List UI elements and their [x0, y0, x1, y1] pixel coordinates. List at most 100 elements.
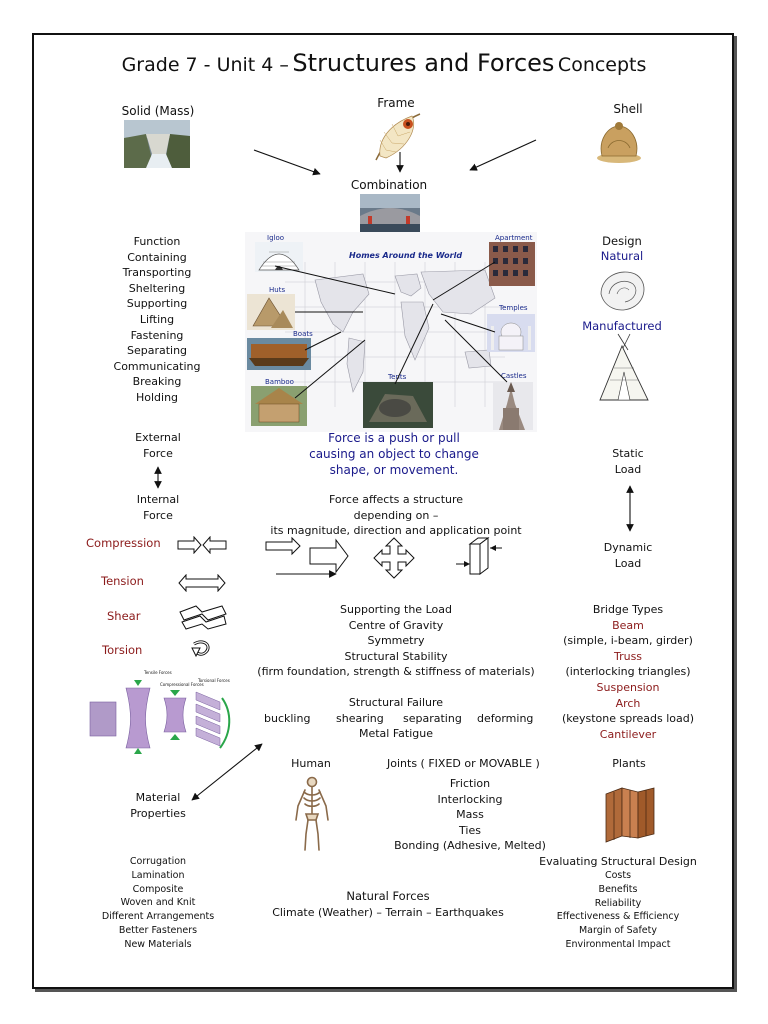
plant-cells-image	[600, 784, 660, 844]
igloo-image	[255, 242, 303, 272]
list-item: Composite	[132, 883, 184, 895]
plants-label: Plants	[612, 757, 646, 770]
force-def-line: shape, or movement.	[329, 463, 459, 477]
dynamic-load-line: Dynamic	[603, 541, 653, 554]
map-label-apartment: Apartment	[495, 234, 533, 242]
map-label-boats: Boats	[293, 330, 313, 338]
shell-label: Shell	[613, 102, 643, 116]
stress-label-torsional: Torsional Forces	[197, 678, 230, 683]
teepee-image	[599, 333, 649, 401]
evaluating-heading: Evaluating Structural Design	[539, 855, 697, 868]
joints-list: Friction Interlocking Mass Ties Bonding …	[380, 776, 560, 854]
bamboo-image	[251, 386, 307, 426]
stress-specimens-image: Tensile Forces Compressional Forces Tors…	[89, 670, 231, 754]
list-item: Supporting	[126, 297, 188, 311]
list-item: (firm foundation, strength & stiffness o…	[257, 665, 535, 679]
external-force-label: External Force	[108, 430, 208, 461]
map-label-huts: Huts	[269, 286, 285, 294]
material-properties-label: Material Properties	[108, 790, 208, 821]
function-list: Function Containing Transporting Shelter…	[98, 234, 216, 406]
bridge-truss-note: (interlocking triangles)	[565, 665, 691, 679]
stress-label-compressional: Compressional Forces	[160, 682, 204, 687]
force-def-line: Force is a push or pull	[328, 431, 460, 445]
metal-fatigue: Metal Fatigue	[358, 727, 433, 740]
failure-deforming: deforming	[477, 712, 534, 725]
castles-image	[493, 382, 533, 430]
list-item: Symmetry	[367, 634, 425, 648]
title-suffix: Concepts	[557, 54, 647, 76]
evaluating-list: Costs Benefits Reliability Effectiveness…	[538, 869, 698, 952]
map-title: Homes Around the World	[349, 251, 462, 260]
page-title: Grade 7 - Unit 4 – Structures and Forces…	[0, 48, 768, 83]
combination-image	[360, 194, 420, 234]
torsion-icon	[191, 640, 210, 658]
list-item: Communicating	[113, 359, 201, 373]
skeleton-image	[295, 776, 329, 851]
material-properties-line: Material	[135, 791, 181, 804]
bridge-truss: Truss	[613, 649, 643, 663]
list-item: Containing	[127, 250, 187, 264]
bridge-cantilever: Cantilever	[599, 727, 657, 741]
natural-forces-heading: Natural Forces	[346, 889, 430, 903]
list-item: Transporting	[122, 266, 192, 280]
human-label: Human	[291, 757, 331, 770]
function-heading: Function	[133, 235, 181, 248]
list-item: Better Fasteners	[118, 924, 198, 936]
force-definition: Force is a push or pull causing an objec…	[284, 430, 504, 478]
list-item: Separating	[126, 344, 188, 358]
page-border	[32, 33, 734, 989]
list-item: Effectiveness & Efficiency	[556, 911, 680, 923]
feather-image	[375, 113, 421, 161]
internal-force-line: Internal	[136, 493, 180, 506]
shear-icon	[179, 605, 227, 630]
list-item: New Materials	[124, 938, 192, 950]
list-item: Ties	[459, 823, 481, 837]
list-item: Mass	[456, 808, 484, 822]
tension-icon	[178, 574, 226, 592]
external-force-line: External	[135, 431, 181, 444]
force-arrows-diagram	[265, 536, 502, 579]
dynamic-load-line: Load	[614, 556, 642, 570]
joints-heading: Joints ( FIXED or MOVABLE )	[387, 757, 540, 770]
boats-image	[247, 338, 311, 370]
list-item: Costs	[604, 870, 632, 881]
bridge-beam-note: (simple, i-beam, girder)	[563, 634, 693, 648]
map-label-castles: Castles	[501, 372, 527, 380]
static-load-line: Load	[614, 462, 642, 476]
supporting-load-list: Supporting the Load Centre of Gravity Sy…	[254, 602, 538, 680]
map-label-bamboo: Bamboo	[265, 378, 294, 386]
static-load-label: Static Load	[578, 446, 678, 477]
internal-force-line: Force	[143, 508, 173, 522]
compression-icon	[177, 536, 227, 554]
list-item: Bonding (Adhesive, Melted)	[394, 839, 546, 853]
supporting-heading: Supporting the Load	[340, 603, 452, 616]
list-item: Lamination	[131, 869, 185, 881]
homes-around-world-map: Homes Around the World Igloo Apartment H…	[245, 232, 537, 432]
failure-buckling: buckling	[264, 712, 311, 725]
temples-image	[487, 314, 535, 352]
tents-image	[363, 382, 433, 428]
frame-label: Frame	[377, 96, 415, 110]
list-item: Centre of Gravity	[348, 618, 444, 632]
combination-label: Combination	[350, 178, 428, 192]
force-affects-line: Force affects a structure	[328, 493, 464, 506]
list-item: Interlocking	[437, 792, 503, 806]
list-item: Benefits	[598, 883, 638, 895]
map-label-tents: Tents	[387, 373, 407, 381]
compression-label: Compression	[86, 536, 161, 550]
force-def-line: causing an object to change	[309, 447, 479, 461]
huts-image	[247, 294, 295, 330]
list-item: Sheltering	[128, 281, 186, 295]
failure-separating: separating	[403, 712, 462, 725]
torsion-label: Torsion	[102, 643, 143, 657]
design-natural: Natural	[600, 249, 644, 263]
material-properties-line: Properties	[130, 806, 186, 820]
list-item: Woven and Knit	[120, 897, 196, 909]
force-affects-line: its magnitude, direction and application…	[270, 524, 522, 538]
list-item: Corrugation	[129, 856, 187, 867]
list-item: Different Arrangements	[101, 911, 215, 923]
design-heading: Design	[602, 234, 642, 248]
list-item: Friction	[449, 777, 491, 790]
shell-image	[597, 122, 641, 163]
bridge-suspension: Suspension	[596, 680, 660, 694]
